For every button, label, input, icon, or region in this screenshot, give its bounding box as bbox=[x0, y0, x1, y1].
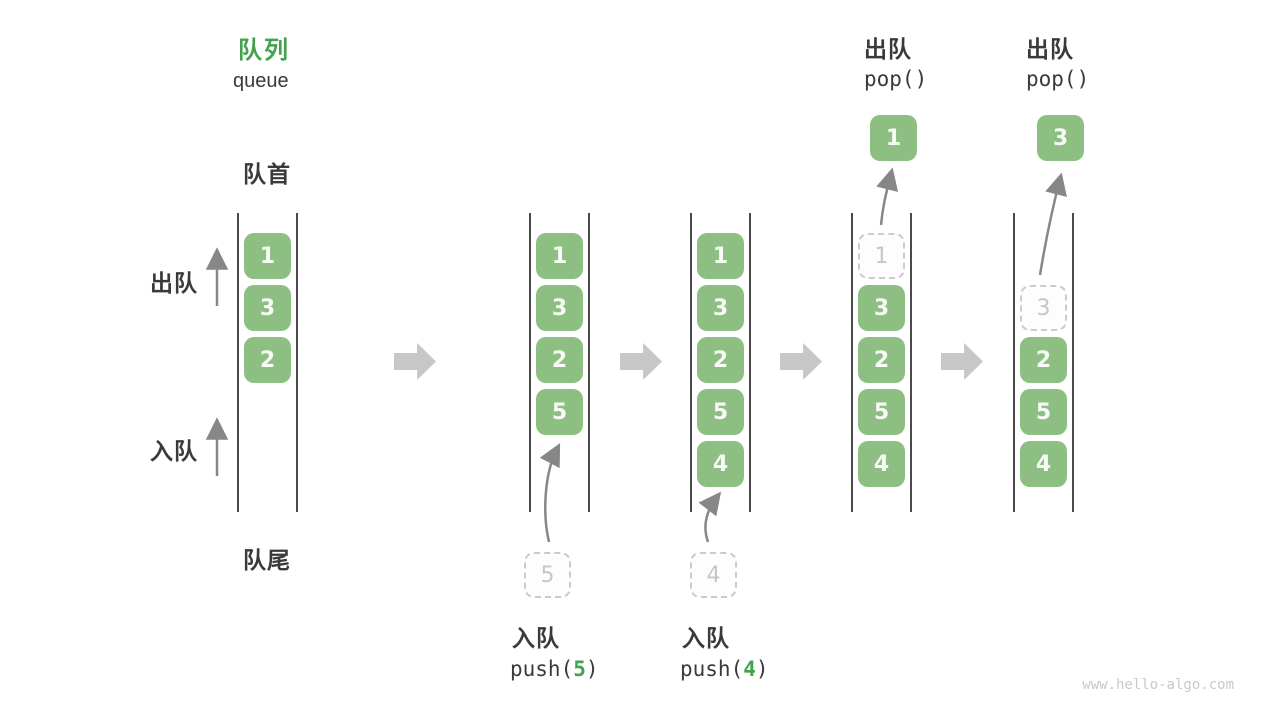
push5-motion-arrow-icon bbox=[539, 443, 561, 543]
push5-arg: 5 bbox=[573, 657, 586, 681]
queue-front-label: 队首 bbox=[243, 161, 291, 187]
step-arrow-icon bbox=[394, 343, 436, 380]
push4-suffix: ) bbox=[755, 657, 769, 681]
queue-box: 3 bbox=[244, 285, 291, 331]
popped-ghost-box: 1 bbox=[858, 233, 905, 279]
push5-prefix: push( bbox=[510, 657, 574, 681]
pop-call-label: pop() bbox=[1026, 67, 1090, 91]
diagram-title-zh: 队列 bbox=[238, 37, 290, 64]
dequeue-op-label: 出队 bbox=[1026, 36, 1074, 62]
column4-wall-right bbox=[910, 213, 912, 512]
column5-wall-right bbox=[1072, 213, 1074, 512]
push5-suffix: ) bbox=[585, 657, 599, 681]
pop1-motion-arrow-icon bbox=[876, 167, 899, 226]
queue-box: 2 bbox=[1020, 337, 1067, 383]
step-arrow-icon bbox=[780, 343, 822, 380]
column3-wall-left bbox=[690, 213, 692, 512]
queue-box: 1 bbox=[697, 233, 744, 279]
queue-box: 2 bbox=[697, 337, 744, 383]
queue-box: 5 bbox=[858, 389, 905, 435]
column1-wall-right bbox=[296, 213, 298, 512]
queue-box: 5 bbox=[1020, 389, 1067, 435]
step-arrow-icon bbox=[941, 343, 983, 380]
dequeue-op-label: 出队 bbox=[864, 36, 912, 62]
queue-box: 2 bbox=[244, 337, 291, 383]
staged-ghost-box: 4 bbox=[690, 552, 737, 598]
popped-ghost-box: 3 bbox=[1020, 285, 1067, 331]
queue-box: 1 bbox=[536, 233, 583, 279]
column2-wall-left bbox=[529, 213, 531, 512]
dequeue-side-label: 出队 bbox=[150, 270, 198, 296]
pop3-motion-arrow-icon bbox=[1038, 172, 1067, 276]
push5-call-label: push(5) bbox=[510, 657, 599, 681]
queue-box: 5 bbox=[697, 389, 744, 435]
queue-box: 3 bbox=[536, 285, 583, 331]
pop-call-label: pop() bbox=[864, 67, 928, 91]
column3-wall-right bbox=[749, 213, 751, 512]
push4-arg: 4 bbox=[743, 657, 756, 681]
staged-ghost-box: 5 bbox=[524, 552, 571, 598]
queue-box: 3 bbox=[697, 285, 744, 331]
queue-box: 3 bbox=[858, 285, 905, 331]
queue-box: 2 bbox=[536, 337, 583, 383]
queue-box: 4 bbox=[697, 441, 744, 487]
queue-box: 4 bbox=[858, 441, 905, 487]
queue-rear-label: 队尾 bbox=[243, 547, 291, 573]
push4-prefix: push( bbox=[680, 657, 744, 681]
diagram-title-en: queue bbox=[233, 70, 289, 92]
enqueue-op-label: 入队 bbox=[682, 625, 730, 651]
column1-wall-left bbox=[237, 213, 239, 512]
enqueue-side-label: 入队 bbox=[150, 438, 198, 464]
queue-box: 1 bbox=[244, 233, 291, 279]
column2-wall-right bbox=[588, 213, 590, 512]
column4-wall-left bbox=[851, 213, 853, 512]
column5-wall-left bbox=[1013, 213, 1015, 512]
queue-box: 4 bbox=[1020, 441, 1067, 487]
popped-box: 1 bbox=[870, 115, 917, 161]
queue-box: 5 bbox=[536, 389, 583, 435]
watermark: www.hello-algo.com bbox=[1082, 677, 1234, 693]
enqueue-op-label: 入队 bbox=[512, 625, 560, 651]
queue-box: 2 bbox=[858, 337, 905, 383]
popped-box: 3 bbox=[1037, 115, 1084, 161]
push4-motion-arrow-icon bbox=[698, 491, 722, 543]
step-arrow-icon bbox=[620, 343, 662, 380]
push4-call-label: push(4) bbox=[680, 657, 769, 681]
